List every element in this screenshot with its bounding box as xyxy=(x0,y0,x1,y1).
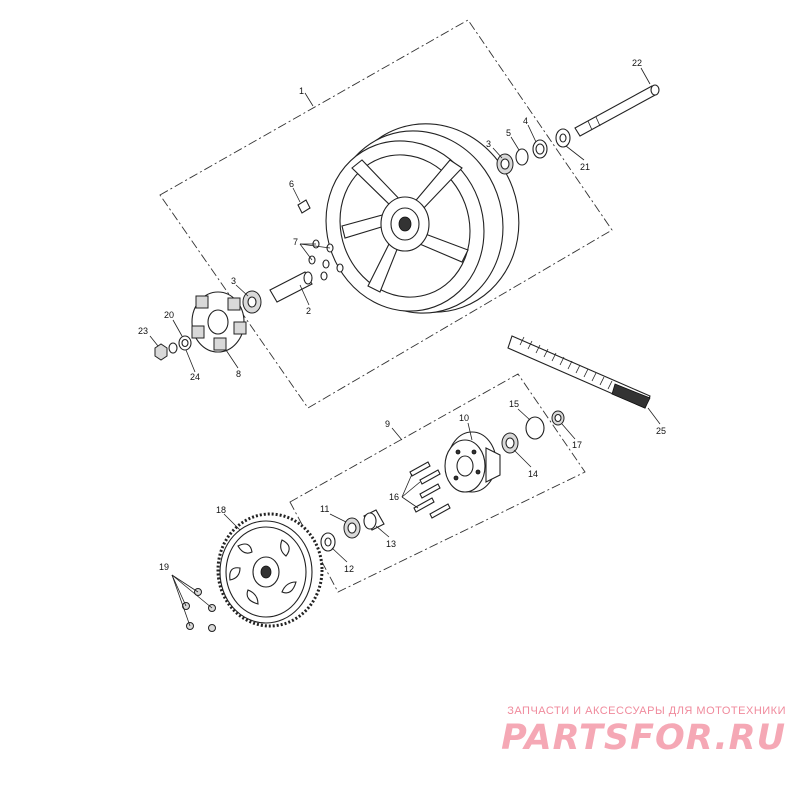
callout-3a: 3 xyxy=(486,139,491,149)
callout-1: 1 xyxy=(299,86,304,96)
callout-18: 18 xyxy=(216,505,226,515)
driven-sprocket-18 xyxy=(216,512,324,628)
circlip-15 xyxy=(525,416,545,440)
callout-11: 11 xyxy=(320,504,329,514)
callout-6: 6 xyxy=(289,179,294,189)
axle-nut-23 xyxy=(154,343,168,361)
callout-5: 5 xyxy=(506,128,511,138)
spacer-13 xyxy=(363,509,385,531)
balance-weight-6 xyxy=(297,199,311,214)
callout-25: 25 xyxy=(656,426,666,436)
callout-17: 17 xyxy=(572,440,582,450)
callout-21: 21 xyxy=(580,162,590,172)
rear-wheel-rim xyxy=(325,123,520,314)
axle-22 xyxy=(574,84,660,137)
callout-16: 16 xyxy=(389,492,399,502)
callout-19: 19 xyxy=(159,562,169,572)
leader-lines xyxy=(149,67,661,627)
sprocket-nuts-19 xyxy=(182,588,216,632)
wheel-assembly-boundary xyxy=(159,19,613,409)
callout-7: 7 xyxy=(293,237,298,247)
sprocket-bolts-16 xyxy=(409,461,451,519)
drive-belt-25 xyxy=(507,335,651,409)
sprocket-hub-10 xyxy=(444,431,501,493)
callout-22: 22 xyxy=(632,58,642,68)
callout-14: 14 xyxy=(528,469,538,479)
spacer-2 xyxy=(269,271,313,303)
callout-2: 2 xyxy=(306,306,311,316)
circlip-5 xyxy=(515,148,529,166)
callout-4: 4 xyxy=(523,116,528,126)
callout-8: 8 xyxy=(236,369,241,379)
callout-12: 12 xyxy=(344,564,354,574)
callout-10: 10 xyxy=(459,413,469,423)
callout-23: 23 xyxy=(138,326,148,336)
hub-damper-8 xyxy=(191,291,247,353)
washer-20 xyxy=(168,342,178,354)
callout-24: 24 xyxy=(190,372,200,382)
callout-3b: 3 xyxy=(231,276,236,286)
callout-13: 13 xyxy=(386,539,396,549)
callout-20: 20 xyxy=(164,310,174,320)
callout-15: 15 xyxy=(509,399,519,409)
callout-9: 9 xyxy=(385,419,390,429)
hub-assembly-boundary xyxy=(289,373,586,593)
